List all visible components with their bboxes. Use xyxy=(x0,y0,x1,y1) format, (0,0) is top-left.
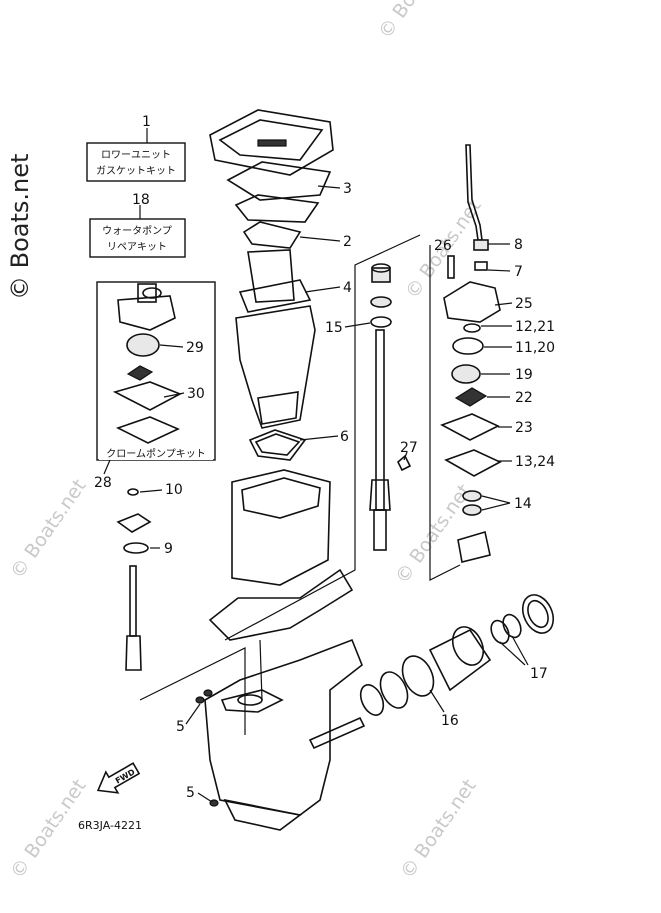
shift-rod-holder xyxy=(116,513,152,533)
water-pump-kit-line1: ウォータポンプ xyxy=(102,225,172,237)
callout-labels: 1 2 3 4 5 5 6 7 8 9 10 11,20 12,21 13,24… xyxy=(94,114,555,801)
bearing-housing xyxy=(428,628,492,692)
diagram-code: 6R3JA-4221 xyxy=(78,819,142,832)
drive-shaft xyxy=(375,329,385,511)
callout-30: 30 xyxy=(187,386,205,402)
callout-13-24: 13,24 xyxy=(515,454,555,470)
o-ring-11-20 xyxy=(452,337,484,355)
upper-casing xyxy=(231,469,331,586)
cavitation-plate xyxy=(208,568,354,641)
gasket-part-2 xyxy=(242,221,302,249)
chrome-pump-kit-label: クロームポンプキット xyxy=(106,448,205,460)
callout-18: 18 xyxy=(132,192,150,208)
callout-6: 6 xyxy=(340,429,349,445)
watermark-bottom-right: © Boats.net xyxy=(396,775,481,883)
callout-23: 23 xyxy=(515,420,533,436)
drive-shaft-bracket xyxy=(224,234,421,641)
watermark-top: © Boats.net xyxy=(374,0,459,43)
callout-2: 2 xyxy=(343,234,352,250)
exhaust-tube xyxy=(235,305,316,429)
chrome-pump-kit-box: クロームポンプキット xyxy=(96,281,216,475)
gasket-kit-line2: ガスケットキット xyxy=(96,165,176,177)
callout-10: 10 xyxy=(165,482,183,498)
pump-housing-25 xyxy=(443,281,501,323)
callout-7: 7 xyxy=(514,264,523,280)
callout-12-21: 12,21 xyxy=(515,319,555,335)
callout-5b: 5 xyxy=(186,785,195,801)
pump-housing-part xyxy=(117,295,176,331)
pump-gasket-part xyxy=(115,416,180,444)
skeg xyxy=(223,798,302,831)
propeller-shaft xyxy=(308,716,366,750)
exhaust-part-4 xyxy=(247,249,295,303)
callout-26: 26 xyxy=(434,238,452,254)
callout-16: 16 xyxy=(441,713,459,729)
callout-5a: 5 xyxy=(176,719,185,735)
gasket-kit-label: ロワーユニット ガスケットキット xyxy=(86,128,186,182)
watermark-main: © Boats.net xyxy=(6,154,34,300)
impeller-part xyxy=(126,333,160,357)
lower-unit-housing xyxy=(204,638,363,816)
fwd-arrow: FWD xyxy=(96,762,141,794)
callout-17: 17 xyxy=(530,666,548,682)
callout-3: 3 xyxy=(343,181,352,197)
callout-15: 15 xyxy=(325,320,343,336)
watermark-left-mid: © Boats.net xyxy=(6,475,91,583)
bolt-5a xyxy=(195,696,205,704)
seal-ring xyxy=(521,594,555,634)
callout-4: 4 xyxy=(343,280,352,296)
callout-29: 29 xyxy=(186,340,204,356)
drive-shaft-bracket-line xyxy=(139,647,246,735)
callout-8: 8 xyxy=(514,237,523,253)
water-pump-kit-label: ウォータポンプ リペアキット xyxy=(89,205,186,258)
callout-28: 28 xyxy=(94,475,112,491)
callout-25: 25 xyxy=(515,296,533,312)
callout-11-20: 11,20 xyxy=(515,340,555,356)
bolt-26 xyxy=(447,255,455,279)
impeller-22 xyxy=(454,387,488,407)
callout-19: 19 xyxy=(515,367,533,383)
callout-27: 27 xyxy=(400,440,418,456)
callout-1: 1 xyxy=(142,114,151,130)
gasket-kit-line1: ロワーユニット xyxy=(101,150,171,161)
water-pump-kit-line2: リペアキット xyxy=(107,242,167,253)
callout-14: 14 xyxy=(514,496,532,512)
gasket-part-3 xyxy=(226,161,332,201)
gasket-part-6 xyxy=(248,429,307,461)
callout-22: 22 xyxy=(515,390,533,406)
shift-rod xyxy=(129,565,137,637)
callout-9: 9 xyxy=(164,541,173,557)
lower-case-top-gasket xyxy=(209,109,334,176)
pin-27 xyxy=(397,454,412,472)
